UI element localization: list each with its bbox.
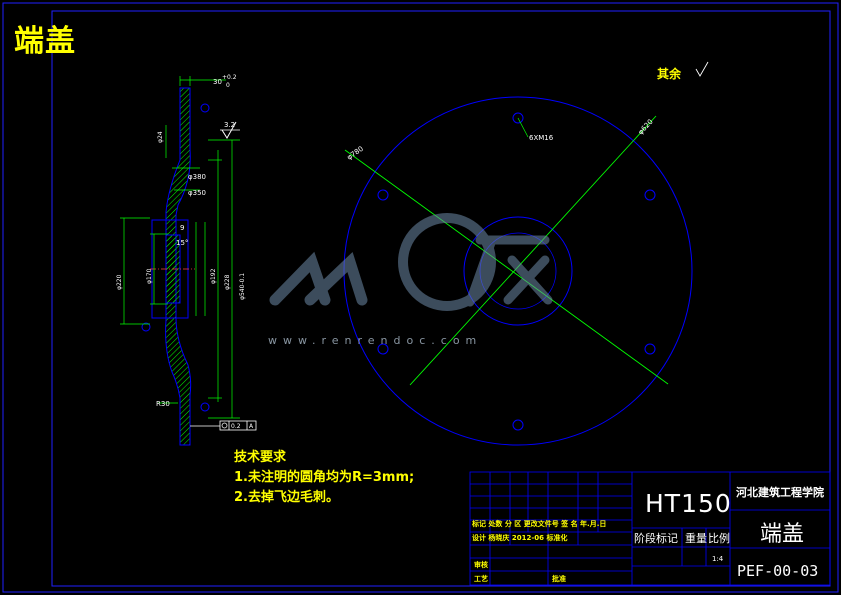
inner-frame <box>51 10 831 587</box>
dim-d380: φ380 <box>188 173 206 181</box>
hub-circle <box>463 216 573 326</box>
dim-d24: φ24 <box>157 131 164 143</box>
watermark-text: www.renrendoc.com <box>268 334 483 347</box>
tb-review: 审核 <box>474 561 488 569</box>
roughness-value: 3.2 <box>224 121 235 129</box>
dim-t9: 9 <box>180 224 184 232</box>
hole-mid <box>141 322 151 332</box>
school-name: 河北建筑工程学院 <box>736 486 824 499</box>
drawing-number: PEF-00-03 <box>737 562 819 580</box>
runout-value: 0.2 <box>231 423 241 430</box>
dim-thickness-tol-upper: +0.2 <box>222 74 237 81</box>
bolt-hole-5 <box>377 343 389 355</box>
dim-line-d780 <box>344 149 669 385</box>
tech-req-item-2: 2.去掉飞边毛刺。 <box>234 490 339 505</box>
hole-top <box>200 103 210 113</box>
tb-designer-row: 设计 杨晓庆 2012-06 标准化 <box>472 534 568 542</box>
dim-d228: φ228 <box>224 274 231 290</box>
bolt-hole-2 <box>644 189 656 201</box>
runout-datum: A <box>249 423 254 430</box>
material: HT150 <box>645 489 732 518</box>
roughness-other-icon <box>695 61 709 77</box>
bolt-hole-3 <box>644 343 656 355</box>
other-surfaces-label: 其余 <box>657 67 682 81</box>
hole-bottom <box>200 402 210 412</box>
drawing-title: 端盖 <box>14 24 76 59</box>
dim-line-d620 <box>409 115 657 386</box>
scale-label: 比例 <box>708 532 730 545</box>
dim-thickness-tol-lower: 0 <box>226 82 230 89</box>
tb-process: 工艺 <box>474 575 488 583</box>
tb-header-row: 标记 处数 分 区 更改文件号 签 名 年.月.日 <box>472 520 607 528</box>
dim-d220: φ220 <box>116 274 123 290</box>
roughness-symbol <box>221 121 237 139</box>
dim-d780: φ780 <box>346 145 365 162</box>
part-name: 端盖 <box>760 522 805 547</box>
dim-d170: φ170 <box>146 268 153 284</box>
tech-req-item-1: 1.未注明的圆角均为R=3mm; <box>234 470 415 485</box>
section-view: 30 +0.2 0 3.2 φ24 φ380 φ350 φ220 φ170 φ1… <box>116 74 257 446</box>
dim-d192: φ192 <box>210 268 217 284</box>
tb-approve: 批准 <box>552 575 566 583</box>
dim-d540: φ540-0.1 <box>239 273 246 300</box>
runout-frame <box>219 420 257 431</box>
scale-value: 1:4 <box>712 555 724 563</box>
dim-d350: φ350 <box>188 189 206 197</box>
dim-angle: 15° <box>176 239 188 247</box>
watermark-logo <box>269 213 553 311</box>
holes-callout: 6XM16 <box>529 134 554 142</box>
weight-label: 重量 <box>685 532 707 545</box>
tech-req-heading: 技术要求 <box>234 450 287 465</box>
bolt-hole-6 <box>377 189 389 201</box>
bolt-hole-4 <box>512 419 524 431</box>
stage-label: 阶段标记 <box>634 532 678 545</box>
dim-thickness: 30 <box>213 78 222 86</box>
bolt-hole-1 <box>512 112 524 124</box>
title-block-grid <box>469 471 831 586</box>
dim-r30: R30 <box>156 400 170 408</box>
